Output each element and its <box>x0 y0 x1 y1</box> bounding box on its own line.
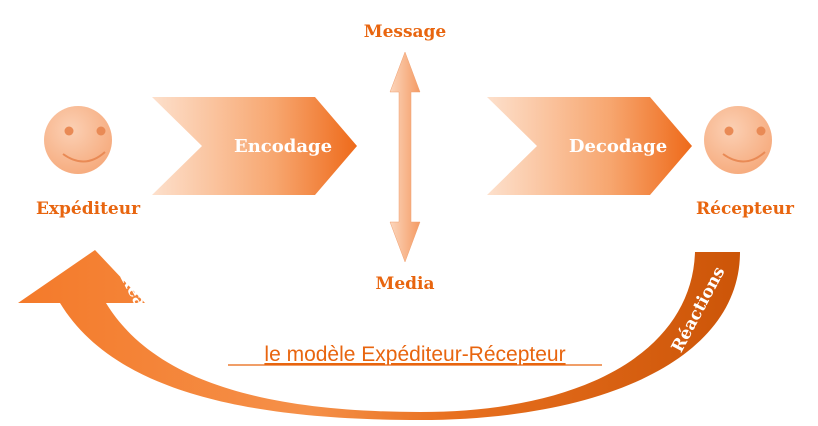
sender-smiley-icon <box>44 106 112 174</box>
decoding-label: Decodage <box>569 136 667 157</box>
feedback-arrow <box>18 250 740 420</box>
encoding-chevron <box>152 97 357 195</box>
message-media-double-arrow <box>389 51 421 263</box>
media-label: Media <box>376 274 435 294</box>
receiver-smiley-icon <box>704 106 772 174</box>
message-label: Message <box>364 22 447 42</box>
diagram-title: le modèle Expéditeur-Récepteur <box>264 343 565 366</box>
receiver-label: Récepteur <box>696 199 795 219</box>
sender-label: Expéditeur <box>36 199 141 219</box>
decoding-chevron <box>487 97 692 195</box>
encoding-label: Encodage <box>234 136 332 157</box>
